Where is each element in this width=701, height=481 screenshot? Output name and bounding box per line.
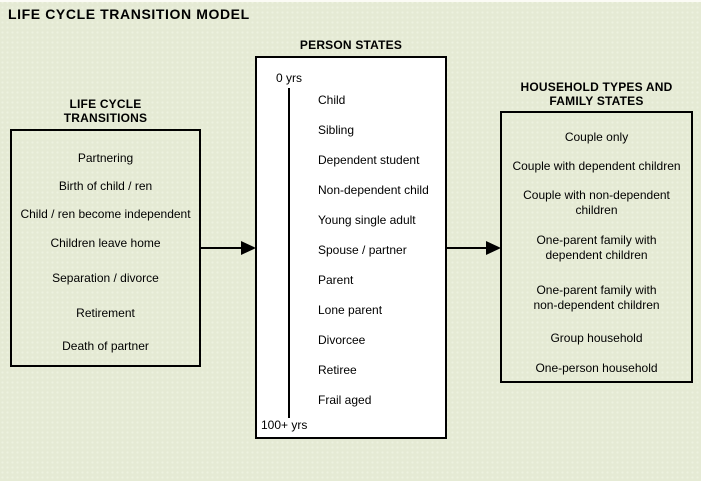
arrow-transitions-to-states-head-icon — [241, 241, 256, 255]
window-top-edge — [0, 0, 701, 2]
middle-panel-heading: PERSON STATES — [299, 38, 403, 52]
household-item: Couple only — [502, 130, 691, 145]
left-panel-heading-line-1: LIFE CYCLE — [69, 97, 142, 111]
right-panel-heading-line-2: FAMILY STATES — [549, 94, 644, 108]
household-item-line: One-parent family with — [536, 283, 657, 297]
household-item: Couple with dependent children — [502, 159, 691, 174]
household-item-line: non-dependent children — [533, 298, 660, 312]
transition-item: Death of partner — [62, 339, 149, 353]
household-item-line: Couple only — [564, 130, 629, 144]
household-item-line: One-parent family with — [536, 233, 657, 247]
age-end-label: 100+ yrs — [261, 418, 308, 432]
transition-item: Birth of child / ren — [58, 179, 153, 193]
transition-item: Child / ren become independent — [20, 207, 191, 221]
person-state-item: Retiree — [318, 363, 357, 377]
right-panel-heading: HOUSEHOLD TYPES AND FAMILY STATES — [500, 80, 693, 108]
life-cycle-transitions-box: Partnering Birth of child / ren Child / … — [10, 129, 201, 367]
person-state-item: Lone parent — [318, 303, 383, 317]
person-state-item: Frail aged — [318, 393, 372, 407]
household-item-line: One-person household — [535, 361, 658, 375]
diagram-title: LIFE CYCLE TRANSITION MODEL — [8, 6, 250, 22]
person-state-item: Sibling — [318, 123, 355, 137]
household-item: One-person household — [502, 361, 691, 376]
household-item-line: dependent children — [545, 248, 648, 262]
transition-item: Separation / divorce — [52, 271, 159, 285]
right-panel-heading-line-1: HOUSEHOLD TYPES AND — [520, 80, 673, 94]
household-item: Couple with non-dependent children — [502, 188, 691, 218]
household-item-line: children — [575, 203, 618, 217]
household-item-line: Couple with non-dependent — [523, 188, 670, 202]
person-state-item: Non-dependent child — [318, 183, 429, 197]
person-state-item: Child — [318, 93, 346, 107]
household-item-line: Couple with dependent children — [512, 159, 681, 173]
arrow-transitions-to-states-line — [201, 247, 244, 249]
household-item-line: Group household — [550, 331, 643, 345]
left-panel-heading-line-2: TRANSITIONS — [63, 111, 148, 125]
person-state-item: Spouse / partner — [318, 243, 407, 257]
age-start-label: 0 yrs — [276, 71, 303, 85]
arrow-states-to-households-head-icon — [486, 241, 501, 255]
household-item: Group household — [502, 331, 691, 346]
household-item: One-parent family with dependent childre… — [502, 233, 691, 263]
person-state-item: Parent — [318, 273, 354, 287]
age-timeline — [288, 88, 290, 418]
person-state-item: Dependent student — [318, 153, 420, 167]
arrow-states-to-households-line — [447, 247, 488, 249]
person-state-item: Young single adult — [318, 213, 416, 227]
household-types-box: Couple only Couple with dependent childr… — [500, 111, 693, 383]
transition-item: Children leave home — [50, 236, 161, 250]
transition-item: Retirement — [76, 306, 135, 320]
household-item: One-parent family with non-dependent chi… — [502, 283, 691, 313]
person-states-box: 0 yrs Child Sibling Dependent student No… — [255, 56, 447, 439]
person-state-item: Divorcee — [318, 333, 366, 347]
transition-item: Partnering — [77, 151, 134, 165]
left-panel-heading: LIFE CYCLE TRANSITIONS — [10, 97, 201, 125]
